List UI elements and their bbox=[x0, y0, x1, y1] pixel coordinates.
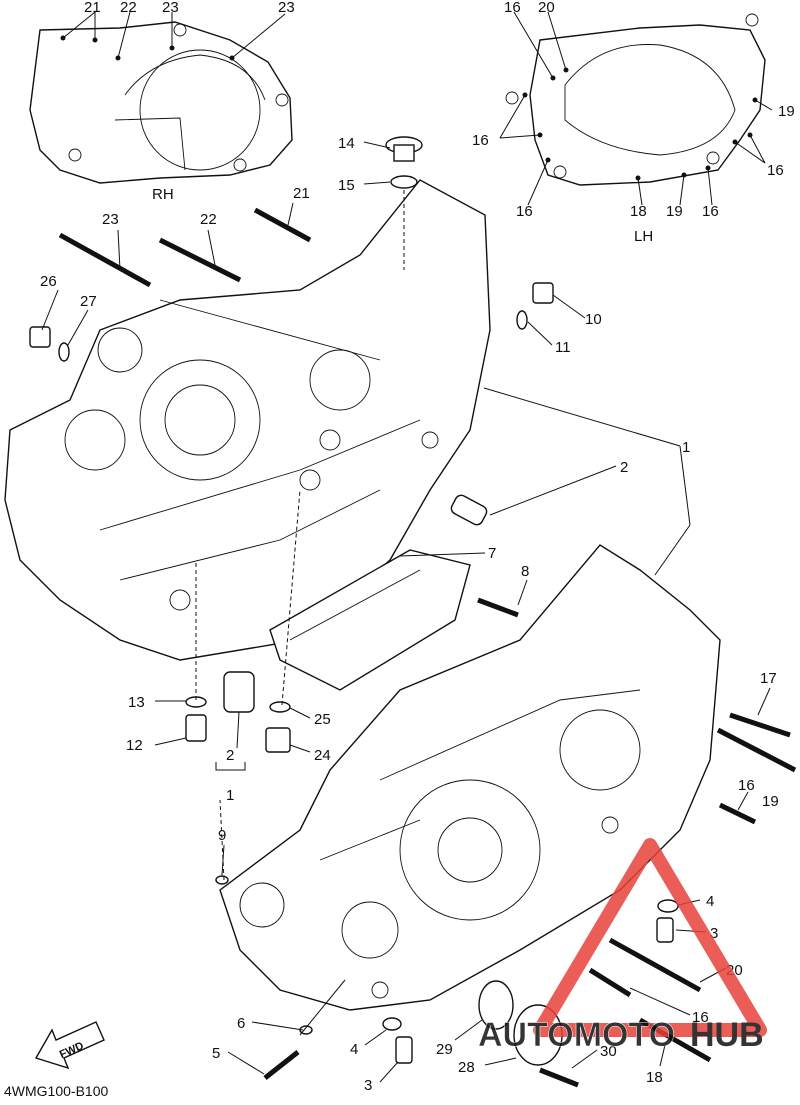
callout-28: 28 bbox=[458, 1059, 475, 1076]
callout-23-rh-b: 23 bbox=[278, 0, 295, 16]
callout-2-sub: 2 bbox=[226, 747, 234, 764]
callout-23-rh-a: 23 bbox=[162, 0, 179, 16]
callout-24: 24 bbox=[314, 747, 331, 764]
crankcase-left-half bbox=[219, 544, 721, 1011]
callout-22-rh: 22 bbox=[120, 0, 137, 16]
callout-16-lh-d: 16 bbox=[702, 203, 719, 220]
callout-10: 10 bbox=[585, 311, 602, 328]
callout-26: 26 bbox=[40, 273, 57, 290]
callout-16-main-a: 16 bbox=[738, 777, 755, 794]
small-parts bbox=[29, 136, 679, 1066]
callout-1-main: 1 bbox=[682, 439, 690, 456]
callout-22-main: 22 bbox=[200, 211, 217, 228]
watermark-logo: AUTOMOTO HUB bbox=[478, 838, 767, 1054]
callout-20-lh: 20 bbox=[538, 0, 555, 16]
callout-9: 9 bbox=[218, 827, 226, 844]
watermark-brand-b: HUB bbox=[690, 1016, 764, 1054]
callout-3-left: 3 bbox=[364, 1077, 372, 1094]
crankcase-right-half bbox=[4, 179, 491, 661]
rh-inset: 21 22 23 23 RH bbox=[29, 0, 295, 203]
reference-lines bbox=[195, 190, 405, 881]
callout-16-lh-c: 16 bbox=[516, 203, 533, 220]
callout-18-main: 18 bbox=[646, 1069, 663, 1086]
callout-16-lh-e: 16 bbox=[767, 162, 784, 179]
callout-7: 7 bbox=[488, 545, 496, 562]
oil-baffle bbox=[269, 549, 471, 691]
callout-16-main-b: 16 bbox=[692, 1009, 709, 1026]
callout-23-main: 23 bbox=[102, 211, 119, 228]
callout-16-lh-a: 16 bbox=[504, 0, 521, 16]
callout-25: 25 bbox=[314, 711, 331, 728]
leader-lines bbox=[41, 141, 771, 1083]
callout-13: 13 bbox=[128, 694, 145, 711]
diagram-code: 4WMG100-B100 bbox=[4, 1083, 108, 1099]
watermark-triangle-icon bbox=[533, 838, 767, 1037]
callout-19-lh-b: 19 bbox=[778, 103, 795, 120]
callout-4-right: 4 bbox=[706, 893, 714, 910]
callout-4-left: 4 bbox=[350, 1041, 358, 1058]
callout-27: 27 bbox=[80, 293, 97, 310]
callouts-main: 23 22 21 14 15 26 27 10 11 1 2 7 8 13 12… bbox=[40, 135, 779, 1094]
callout-5: 5 bbox=[212, 1045, 220, 1062]
callout-1-sub: 1 bbox=[226, 787, 234, 804]
callout-19-lh-a: 19 bbox=[666, 203, 683, 220]
callout-29: 29 bbox=[436, 1041, 453, 1058]
fwd-arrow-icon: FWD bbox=[34, 1021, 105, 1070]
callout-18-lh: 18 bbox=[630, 203, 647, 220]
callout-12: 12 bbox=[126, 737, 143, 754]
rh-view-label: RH bbox=[152, 186, 174, 203]
callout-21-rh: 21 bbox=[84, 0, 101, 16]
callout-8: 8 bbox=[521, 563, 529, 580]
callout-16-lh-b: 16 bbox=[472, 132, 489, 149]
watermark-brand-a: AUTOMOTO bbox=[478, 1016, 675, 1054]
lh-inset: 16 20 16 16 18 19 16 16 19 LH bbox=[472, 0, 795, 245]
callout-6: 6 bbox=[237, 1015, 245, 1032]
callout-19-main: 19 bbox=[762, 793, 779, 810]
lh-view-label: LH bbox=[634, 228, 653, 245]
callout-2-main: 2 bbox=[620, 459, 628, 476]
callout-3-right: 3 bbox=[710, 925, 718, 942]
callout-15: 15 bbox=[338, 177, 355, 194]
bolts bbox=[58, 207, 797, 1088]
callout-11: 11 bbox=[555, 339, 571, 356]
callout-14: 14 bbox=[338, 135, 355, 152]
callout-30: 30 bbox=[600, 1043, 617, 1060]
callout-21-main: 21 bbox=[293, 185, 310, 202]
callout-17: 17 bbox=[760, 670, 777, 687]
